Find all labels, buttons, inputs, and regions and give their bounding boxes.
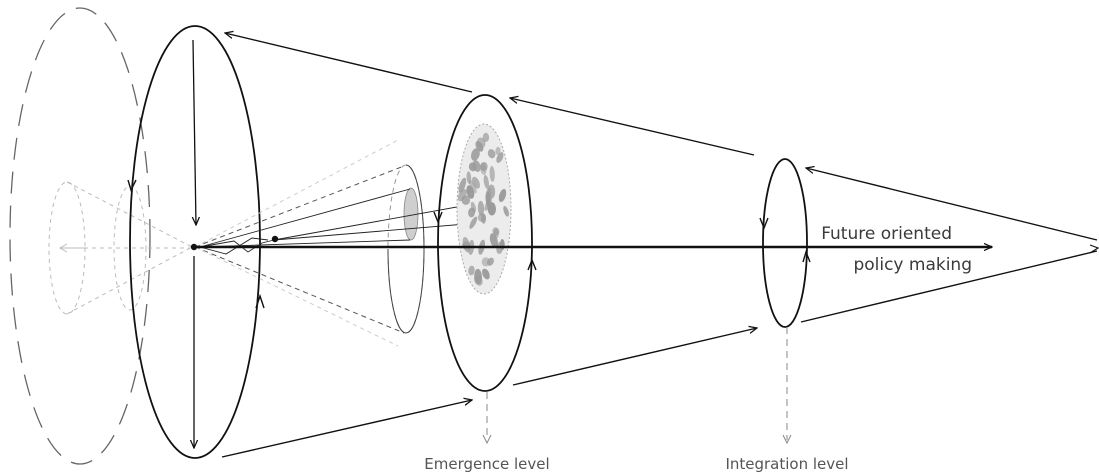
axis-label-line2: policy making: [853, 255, 972, 275]
emergence-ellipse: [437, 94, 533, 392]
cone-top-arrow-3: [806, 168, 1098, 241]
cone-bottom-arrow-3: [800, 250, 1098, 323]
integration-ellipse: [762, 158, 808, 328]
signal-blob: [469, 216, 478, 229]
signal-blob: [466, 171, 472, 184]
upper-vertical-arrow: [193, 39, 196, 225]
axis-label-line1: Future oriented: [821, 224, 952, 244]
sight-rays: [199, 188, 491, 255]
cone-apex-arrow: [1089, 244, 1099, 254]
faint-left-arrow: [58, 243, 85, 253]
signal-blob: [487, 202, 497, 216]
signal-blob: [484, 197, 492, 211]
integration-ellipse-arrows: [759, 217, 811, 263]
signal-blob: [469, 179, 477, 194]
signal-blob: [476, 137, 486, 149]
signal-blob: [462, 237, 471, 253]
signal-blob: [503, 205, 509, 217]
signal-blob: [480, 163, 487, 176]
secondary-point: [271, 235, 279, 243]
signal-blob: [487, 184, 496, 199]
large-ellipse-arrows: [127, 179, 265, 309]
integration-pointer-head: [782, 434, 792, 445]
cone-top-arrow-2: [510, 98, 755, 156]
signal-blob: [482, 132, 490, 142]
emergence-signals: [457, 132, 509, 286]
large-solid-ellipse: [129, 25, 261, 459]
small-projection-cone: [194, 139, 425, 347]
signal-blob: [482, 268, 490, 280]
cone-bottom-arrow-1: [221, 400, 472, 458]
integration-level-label: Integration level: [725, 455, 848, 473]
signal-blob: [474, 268, 483, 285]
signal-blob: [496, 152, 504, 163]
signal-blob: [468, 207, 476, 218]
signal-blob: [472, 176, 480, 189]
signal-blob: [495, 146, 501, 155]
signal-blob: [492, 227, 500, 236]
emergence-pointer-head: [482, 434, 492, 445]
cone-bottom-arrow-2: [512, 328, 757, 386]
emergence-ellipse-arrows: [433, 211, 537, 271]
signal-blob: [477, 213, 487, 222]
signal-blob: [468, 265, 475, 276]
signal-blob: [470, 148, 480, 161]
signal-blob: [477, 200, 485, 216]
signal-blob: [458, 177, 467, 193]
cone-top-arrow-1: [225, 33, 473, 93]
signal-blob: [487, 149, 496, 159]
signal-blob: [487, 257, 494, 266]
signal-blob: [472, 160, 481, 172]
signal-blob: [489, 166, 495, 182]
emergence-level-label: Emergence level: [424, 455, 549, 473]
signal-blob: [498, 188, 507, 203]
outer-dashed-ellipse: [9, 7, 151, 465]
signal-blob: [483, 174, 490, 189]
signal-blob: [489, 233, 499, 248]
